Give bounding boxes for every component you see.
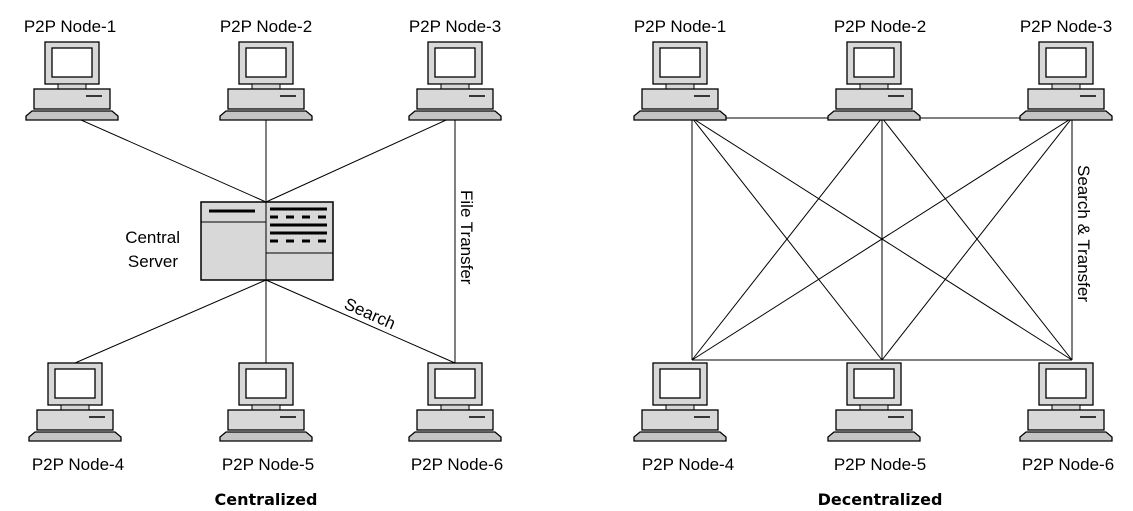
link-node3-node5 <box>881 117 1073 361</box>
diagram-caption: Decentralized <box>818 490 943 509</box>
node-label: P2P Node-5 <box>834 455 926 474</box>
desktop-computer-icon <box>1019 362 1113 442</box>
desktop-computer-icon <box>219 362 313 442</box>
decentralized-diagram: Search & Transfer P2P Node-1 P2P Node-2 … <box>633 17 1114 509</box>
centralized-links <box>71 115 456 364</box>
desktop-computer-icon <box>25 41 119 121</box>
file-transfer-label: File Transfer <box>457 190 476 285</box>
desktop-computer-icon <box>1019 41 1113 121</box>
desktop-computer-icon <box>28 362 122 442</box>
node-label: P2P Node-1 <box>24 17 116 36</box>
diagram-caption: Centralized <box>215 490 318 509</box>
desktop-computer-icon <box>408 41 502 121</box>
link-node3-node4 <box>691 117 1073 361</box>
node-label: P2P Node-3 <box>1020 17 1112 36</box>
node-label: P2P Node-6 <box>411 455 503 474</box>
node-label: P2P Node-5 <box>222 455 314 474</box>
centralized-diagram: Central Server Search File Transfer P2P … <box>24 17 503 509</box>
node-label: P2P Node-1 <box>634 17 726 36</box>
server-label-line1: Central <box>125 228 180 247</box>
link-server-node4 <box>74 279 267 364</box>
search-label: Search <box>341 294 398 333</box>
node-label: P2P Node-2 <box>834 17 926 36</box>
desktop-computer-icon <box>827 41 921 121</box>
desktop-computer-icon <box>633 362 727 442</box>
decentralized-links <box>691 117 1073 361</box>
node-label: P2P Node-2 <box>220 17 312 36</box>
node-label: P2P Node-6 <box>1022 455 1114 474</box>
link-node1-server <box>71 115 267 203</box>
desktop-computer-icon <box>408 362 502 442</box>
node-label: P2P Node-4 <box>32 455 124 474</box>
desktop-computer-icon <box>633 41 727 121</box>
search-transfer-label: Search & Transfer <box>1074 165 1093 302</box>
server-label-line2: Server <box>128 252 178 271</box>
desktop-computer-icon <box>219 41 313 121</box>
link-node3-server <box>265 115 456 203</box>
desktop-computer-icon <box>827 362 921 442</box>
node-label: P2P Node-3 <box>409 17 501 36</box>
node-label: P2P Node-4 <box>642 455 734 474</box>
server-icon <box>200 201 334 281</box>
link-server-node6-search <box>265 279 456 364</box>
link-node2-node4 <box>691 117 883 361</box>
